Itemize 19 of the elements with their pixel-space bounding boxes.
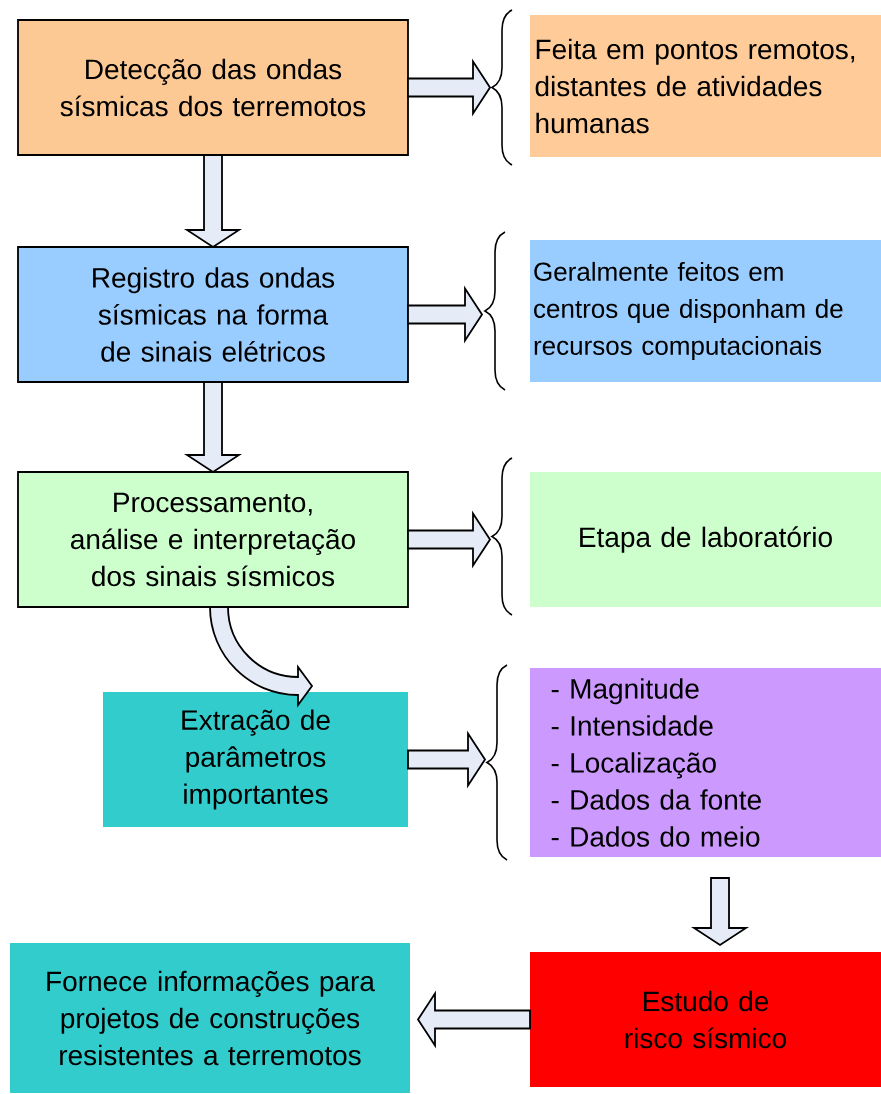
- process-box: Extração de parâmetros importantes: [103, 692, 408, 827]
- block-arrow: [416, 990, 531, 1049]
- note-box: Etapa de laboratório: [530, 472, 881, 607]
- block-arrow: [209, 606, 313, 706]
- note-box: Geralmente feitos em centros que disponham de recursos computacionais: [530, 240, 881, 382]
- result-box: Fornece informações para projetos de construções resistentes a terremotos: [10, 943, 410, 1093]
- block-arrow: [183, 381, 243, 474]
- process-box: Processamento, análise e interpretação dos sinais sísmicos: [17, 471, 409, 608]
- list-box: - Magnitude - Intensidade - Localização - Dados da fonte - Dados do meio: [530, 668, 881, 857]
- block-arrow: [407, 730, 487, 789]
- block-arrow: [691, 877, 750, 947]
- process-box: Registro das ondas sísmicas na forma de sinais elétricos: [17, 246, 409, 383]
- result-box: Estudo de risco sísmico: [530, 952, 881, 1087]
- note-box: Feita em pontos remotos, distantes de atividades humanas: [530, 15, 881, 157]
- block-arrow: [407, 285, 484, 344]
- block-arrow: [407, 58, 492, 117]
- process-box: Detecção das ondas sísmicas dos terremotos: [17, 19, 409, 156]
- block-arrow: [407, 510, 492, 569]
- block-arrow: [183, 154, 243, 249]
